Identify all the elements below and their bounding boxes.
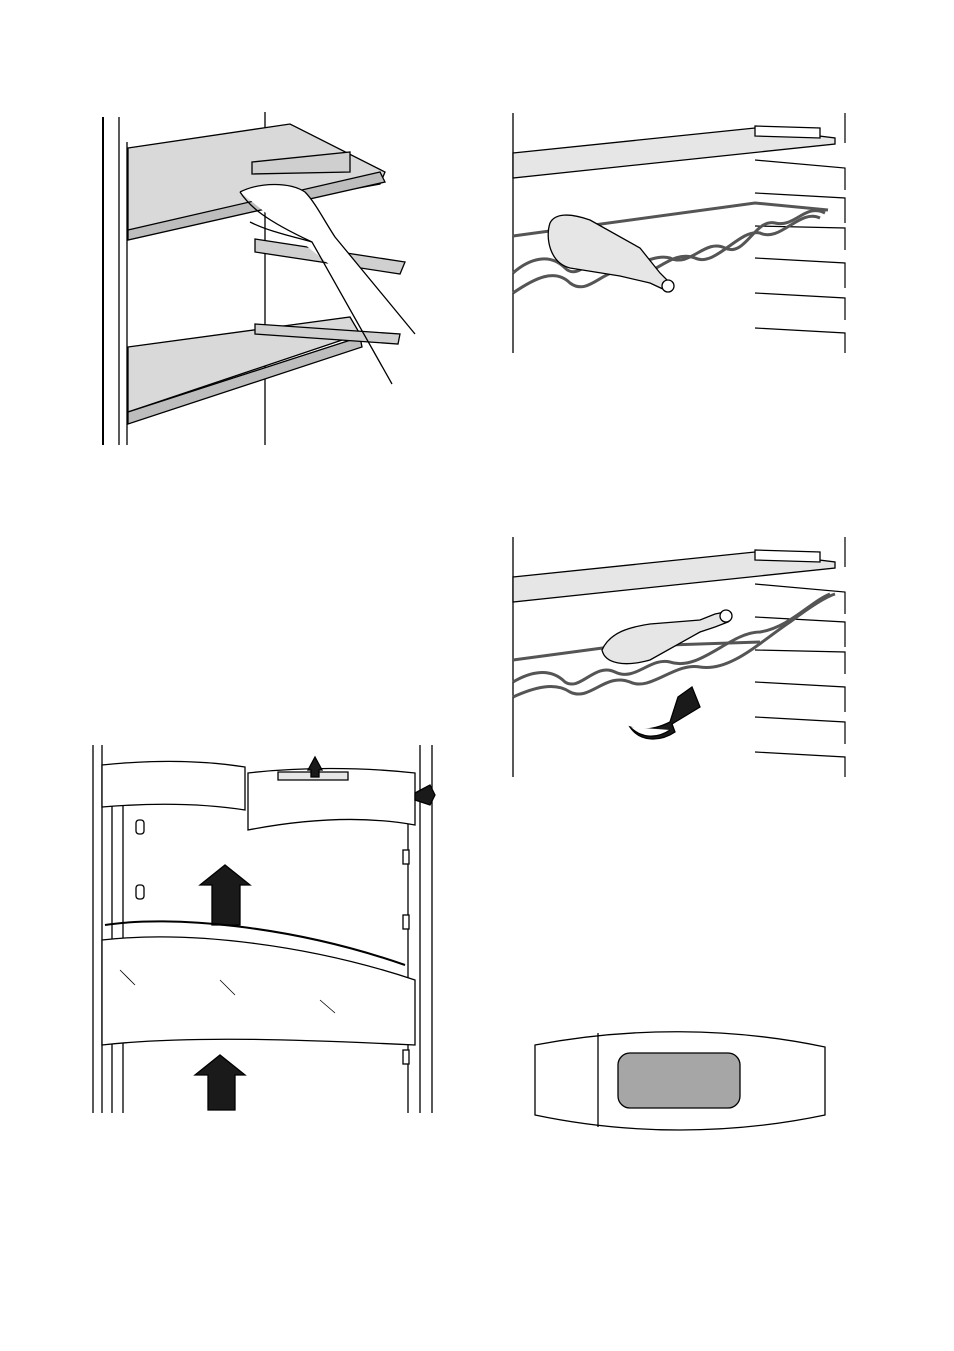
figure-door-balconies (90, 745, 440, 1115)
figure-wine-rack-bottle (510, 108, 850, 358)
figure-wine-rack-tilt (510, 532, 850, 782)
figure-shelf-removal (100, 112, 430, 447)
figure-butter-compartment (530, 1025, 830, 1137)
